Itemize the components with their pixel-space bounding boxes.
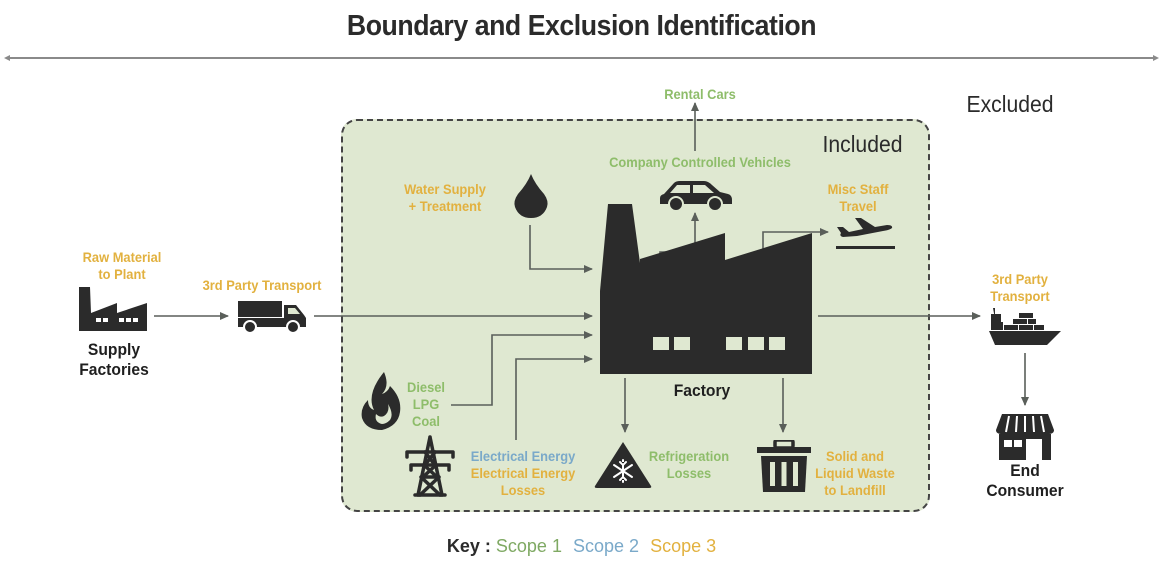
excluded-zone-label: Excluded: [966, 91, 1054, 117]
snowflake-warning-icon: [594, 442, 652, 488]
trash-bin-icon: [757, 440, 811, 492]
factory-icon: [600, 204, 812, 374]
supply-factory-icon: [79, 287, 147, 331]
truck-icon: [238, 301, 306, 333]
misc-travel-label: Misc Staff Travel: [827, 181, 889, 214]
fuels-label: Diesel LPG Coal: [407, 379, 445, 429]
supply-factories-label: Supply Factories: [79, 340, 149, 379]
electrical-label: Electrical Energy Electrical Energy Loss…: [470, 448, 576, 498]
rental-cars-label: Rental Cars: [664, 86, 736, 102]
water-label: Water Supply + Treatment: [404, 181, 486, 214]
transport-in-label: 3rd Party Transport: [202, 277, 322, 293]
company-vehicles-label: Company Controlled Vehicles: [609, 154, 791, 170]
factory-label: Factory: [673, 381, 731, 400]
arrow-fuels-to-factory: [451, 331, 593, 406]
key-scope2: Scope 2: [572, 536, 640, 556]
waste-label: Solid and Liquid Waste to Landfill: [815, 448, 895, 498]
page-title: Boundary and Exclusion Identification: [346, 10, 817, 42]
transport-out-label: 3rd Party Transport: [990, 271, 1050, 304]
arrow-water-to-factory: [529, 225, 593, 273]
arrow-electric-to-factory: [515, 355, 593, 440]
scope-key: Key : Scope 1 Scope 2 Scope 3: [0, 536, 1163, 557]
included-zone-label: Included: [822, 131, 903, 157]
key-label: Key :: [446, 536, 491, 556]
power-pylon-icon: [405, 435, 455, 497]
refrigeration-label: Refrigeration Losses: [648, 448, 730, 481]
airplane-icon: [836, 218, 895, 249]
key-scope1: Scope 1: [495, 536, 562, 556]
water-drop-icon: [514, 174, 548, 218]
raw-material-label: Raw Material to Plant: [82, 249, 162, 282]
end-consumer-label: End Consumer: [986, 461, 1064, 500]
key-scope3: Scope 3: [650, 536, 717, 556]
storefront-icon: [996, 414, 1054, 460]
flame-icon: [361, 372, 401, 430]
car-icon: [660, 181, 732, 212]
cargo-ship-icon: [989, 308, 1061, 345]
